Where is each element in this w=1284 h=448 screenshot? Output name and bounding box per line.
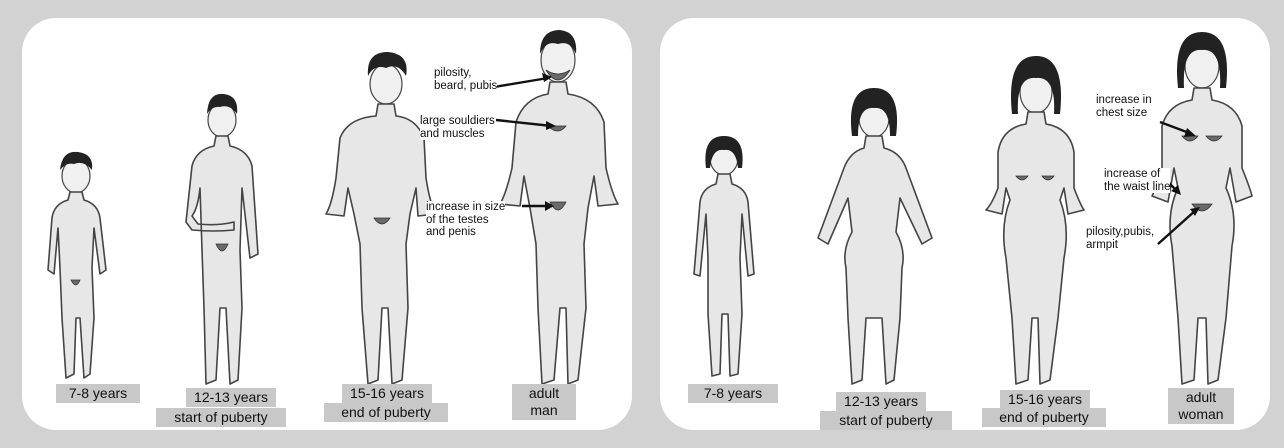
boy-figure-7-8 — [48, 152, 106, 378]
boy-phase-label: start of puberty — [156, 408, 286, 427]
girls-illustration — [660, 18, 1270, 430]
annotation-testes: increase in size of the testes and penis — [426, 201, 505, 239]
girl-figure-15-16 — [986, 56, 1084, 384]
boy-age-label: 12-13 years — [186, 388, 276, 407]
annotation-pubis: pilosity,pubis, armpit — [1086, 226, 1154, 251]
boy-age-label: 7-8 years — [56, 384, 140, 403]
girl-age-label: 7-8 years — [688, 384, 778, 403]
boy-phase-label: man — [512, 401, 576, 420]
boy-figure-12-13 — [186, 94, 258, 384]
woman-figure-adult — [1152, 32, 1252, 384]
girl-age-label: 15-16 years — [1000, 390, 1090, 409]
girl-phase-label: woman — [1168, 405, 1234, 424]
annotation-waist: increase of the waist line — [1104, 168, 1170, 193]
girl-phase-label: end of puberty — [982, 408, 1106, 427]
boys-illustration — [22, 18, 632, 430]
boy-figure-15-16 — [326, 52, 436, 384]
annotation-beard: pilosity, beard, pubis — [434, 67, 497, 92]
boy-age-label: 15-16 years — [342, 384, 432, 403]
annotation-shoulders: large souldiers and muscles — [420, 115, 495, 140]
girl-figure-12-13 — [818, 88, 932, 384]
girl-phase-label: start of puberty — [820, 411, 952, 430]
boys-panel: pilosity, beard, pubis large souldiers a… — [22, 18, 632, 430]
girl-figure-7-8 — [694, 136, 754, 376]
pointer-beard — [488, 73, 552, 88]
girl-age-label: 12-13 years — [836, 392, 926, 411]
girls-panel: increase in chest size increase of the w… — [660, 18, 1270, 430]
boy-phase-label: end of puberty — [324, 403, 448, 422]
annotation-chest: increase in chest size — [1096, 94, 1152, 119]
